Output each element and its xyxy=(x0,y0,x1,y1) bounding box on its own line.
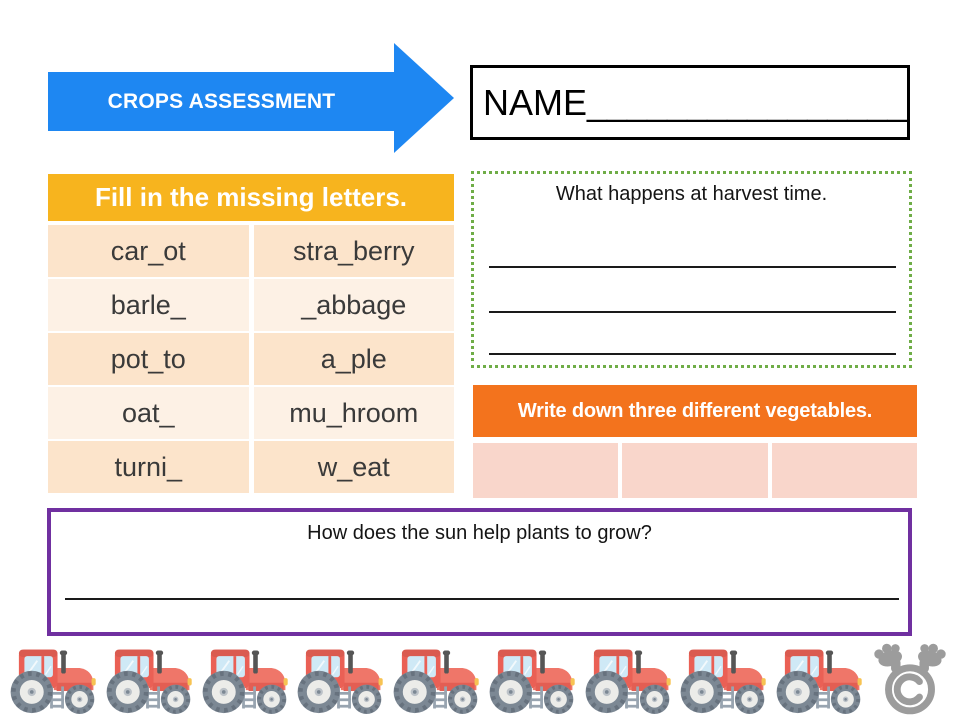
harvest-question-box: What happens at harvest time. xyxy=(471,171,912,368)
vegetable-answer-cell-2[interactable] xyxy=(622,443,768,498)
vegetable-answer-cell-1[interactable] xyxy=(473,443,619,498)
tractor-icon xyxy=(489,649,575,715)
word-cell-carrot[interactable]: car_ot xyxy=(48,225,249,277)
harvest-answer-line-2[interactable] xyxy=(489,311,896,313)
word-cell-turnip[interactable]: turni_ xyxy=(48,441,249,493)
table-row: pot_to a_ple xyxy=(48,333,454,385)
tractor-icon xyxy=(585,649,671,715)
harvest-question: What happens at harvest time. xyxy=(555,183,828,205)
tractor-icon xyxy=(10,649,96,715)
vegetable-answer-cell-3[interactable] xyxy=(771,443,917,498)
tractor-icon xyxy=(106,649,192,715)
name-field[interactable]: NAME________________ xyxy=(470,65,910,140)
word-cell-potato[interactable]: pot_to xyxy=(48,333,249,385)
fill-missing-letters-table: Fill in the missing letters. car_ot stra… xyxy=(48,174,454,495)
copyright-moose-logo xyxy=(874,643,946,715)
tractor-icon xyxy=(297,649,383,715)
arrow-right-icon xyxy=(394,43,454,153)
tractor-icon xyxy=(776,649,862,715)
word-cell-cabbage[interactable]: _abbage xyxy=(253,279,454,331)
sun-question-box: How does the sun help plants to grow? xyxy=(47,508,912,636)
vegetables-answer-row xyxy=(473,443,917,498)
vegetables-banner: Write down three different vegetables. xyxy=(473,385,917,437)
tractor-row xyxy=(6,644,864,716)
worksheet-title: CROPS ASSESSMENT xyxy=(107,89,336,113)
table-row: barle_ _abbage xyxy=(48,279,454,331)
table-row: oat_ mu_hroom xyxy=(48,387,454,439)
harvest-answer-line-1[interactable] xyxy=(489,266,896,268)
sun-answer-line[interactable] xyxy=(65,598,899,600)
word-cell-barley[interactable]: barle_ xyxy=(48,279,249,331)
harvest-answer-line-3[interactable] xyxy=(489,353,896,355)
table-row: car_ot stra_berry xyxy=(48,225,454,277)
tractor-icon xyxy=(680,649,766,715)
table-row: turni_ w_eat xyxy=(48,441,454,493)
word-cell-apple[interactable]: a_ple xyxy=(253,333,454,385)
word-cell-oats[interactable]: oat_ xyxy=(48,387,249,439)
word-cell-wheat[interactable]: w_eat xyxy=(253,441,454,493)
fill-table-title: Fill in the missing letters. xyxy=(48,174,454,221)
sun-question: How does the sun help plants to grow? xyxy=(307,522,652,544)
tractor-icon xyxy=(202,649,288,715)
word-cell-mushroom[interactable]: mu_hroom xyxy=(253,387,454,439)
name-field-label: NAME________________ xyxy=(483,81,908,123)
crops-assessment-banner: CROPS ASSESSMENT xyxy=(48,72,395,131)
word-cell-strawberry[interactable]: stra_berry xyxy=(253,225,454,277)
tractor-icon xyxy=(393,649,479,715)
